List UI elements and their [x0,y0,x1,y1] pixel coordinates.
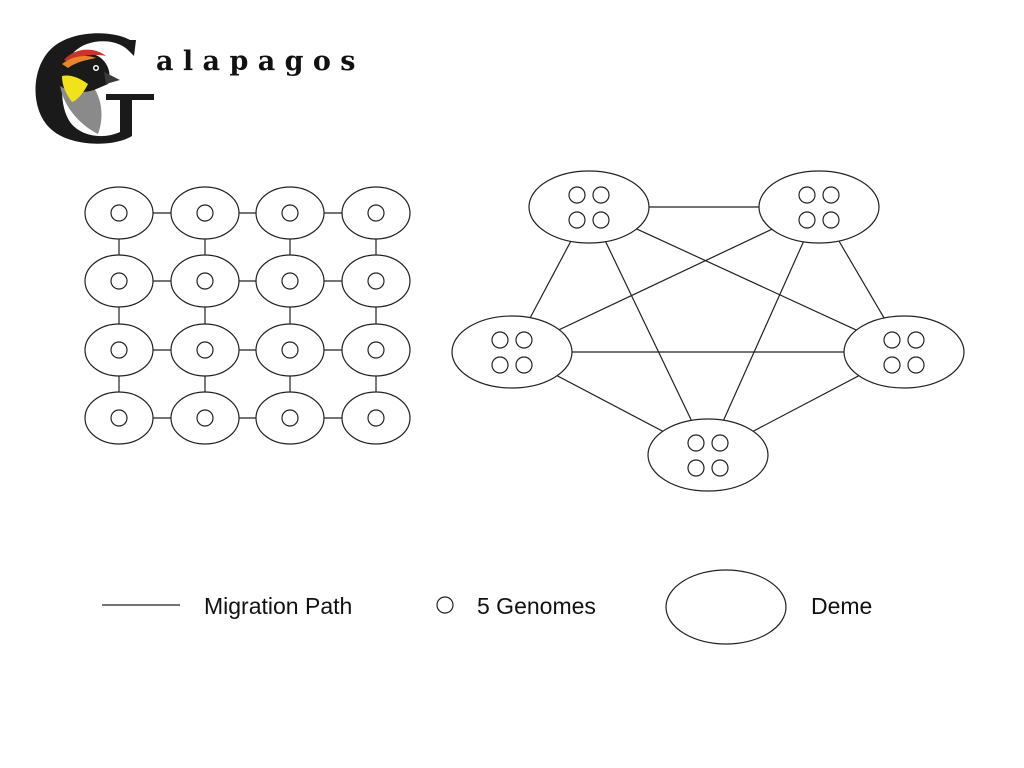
legend: Migration Path 5 Genomes Deme [102,569,872,645]
genome-circle [110,341,128,359]
legend-genome-circle [436,596,454,614]
deme [341,323,411,377]
genome-circle [281,272,299,290]
legend-deme-ellipse [665,569,787,645]
galapagos-logo: a l a p a g o s [35,33,356,144]
deme [170,186,240,240]
genome-circle [196,341,214,359]
finch-crest-orange [62,56,96,68]
deme [84,391,154,445]
finch-beak [104,72,120,84]
genome-circle [687,434,705,452]
genome-circle [515,331,533,349]
genome-circle [687,459,705,477]
genome-circle [592,211,610,229]
genome-circle [798,211,816,229]
deme-ellipse [843,315,965,389]
deme [647,418,769,492]
finch-bird-icon [35,33,154,144]
genome-circle [367,409,385,427]
deme-ellipse [758,170,880,244]
deme [528,170,650,244]
migration-path [511,206,820,353]
genome-circle [110,409,128,427]
genome-circle [281,341,299,359]
deme [170,391,240,445]
genome-circle [907,356,925,374]
genome-circle [711,459,729,477]
deme [255,391,325,445]
deme [84,323,154,377]
genome-circle [711,434,729,452]
deme [341,254,411,308]
genome-circle [491,331,509,349]
finch-throat-yellow [62,75,88,102]
genome-circle [568,186,586,204]
deme [84,254,154,308]
deme [255,254,325,308]
genome-circle [196,204,214,222]
migration-path [588,206,709,456]
deme-ellipse [647,418,769,492]
genome-circle [515,356,533,374]
deme [341,391,411,445]
genome-circle [883,356,901,374]
full-migration-paths [511,206,905,456]
legend-migration-label: Migration Path [204,593,352,619]
migration-path [707,206,820,456]
genome-circle [367,204,385,222]
genome-circle [883,331,901,349]
deme [255,186,325,240]
genome-circle [367,272,385,290]
deme [843,315,965,389]
deme-ellipse [528,170,650,244]
finch-pupil [94,66,98,70]
genome-circle [592,186,610,204]
grid-migration-paths [118,212,377,419]
genome-circle [196,272,214,290]
genome-circle [822,186,840,204]
genome-circle [367,341,385,359]
deme [170,254,240,308]
genome-circle [110,272,128,290]
fully-connected-topology [451,170,965,492]
legend-genomes-label: 5 Genomes [477,593,596,619]
genome-circle [110,204,128,222]
grid-topology [84,186,411,445]
deme [170,323,240,377]
deme [255,323,325,377]
genome-circle [822,211,840,229]
genome-circle [907,331,925,349]
genome-circle [281,409,299,427]
deme [451,315,573,389]
deme [341,186,411,240]
deme-ellipse [451,315,573,389]
migration-path [588,206,905,353]
genome-circle [798,186,816,204]
deme [84,186,154,240]
legend-deme-label: Deme [811,593,872,619]
logo-wordmark: a l a p a g o s [156,46,356,77]
genome-circle [196,409,214,427]
genome-circle [281,204,299,222]
genome-circle [568,211,586,229]
deme [758,170,880,244]
genome-circle [491,356,509,374]
